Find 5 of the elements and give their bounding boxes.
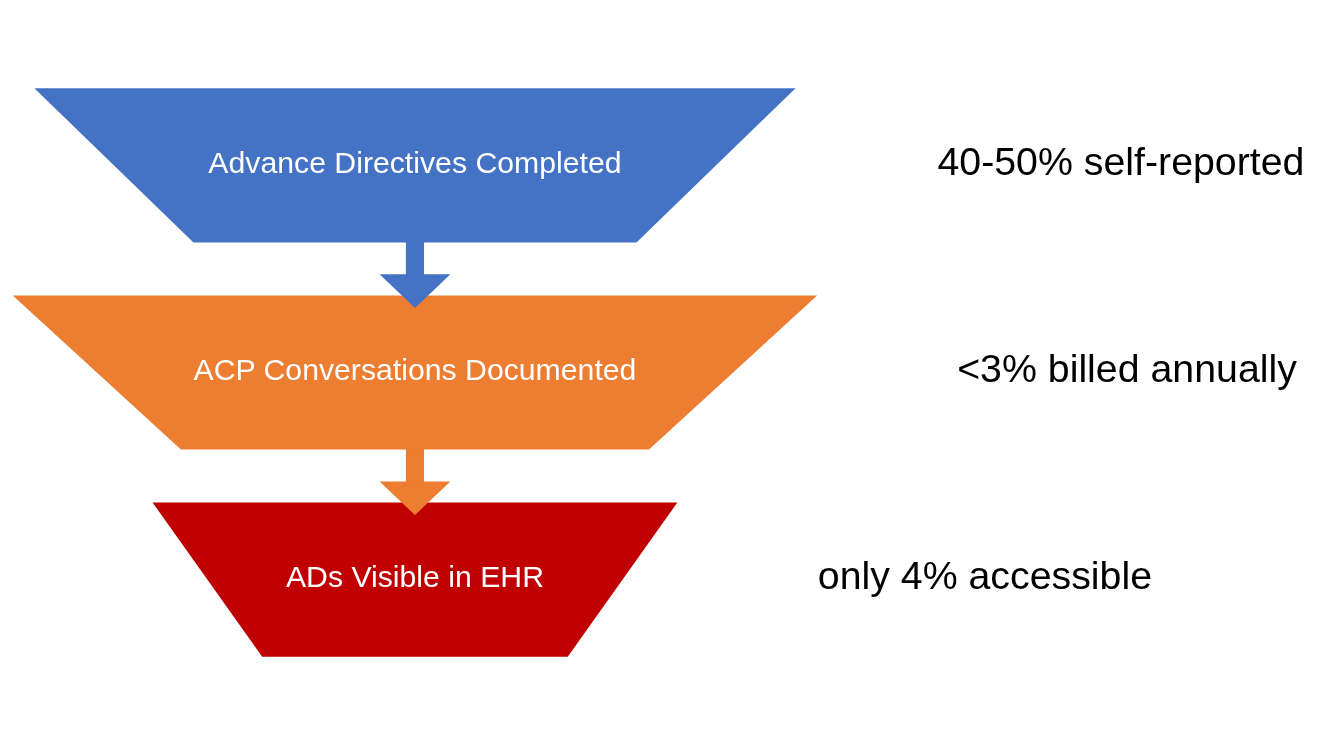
node-label: <3% billed annually xyxy=(957,346,1297,391)
arrow xyxy=(379,241,451,308)
node-label: 40-50% self-reported xyxy=(937,138,1305,183)
node-label: only 4% accessible xyxy=(817,553,1152,598)
arrow xyxy=(379,448,451,516)
